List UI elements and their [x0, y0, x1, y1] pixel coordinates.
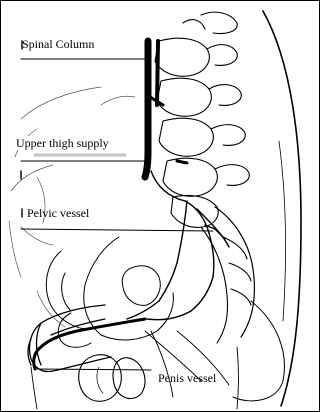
penis-outline: [28, 305, 111, 372]
buttock-outline: [233, 301, 284, 401]
label-upper-thigh-supply: Upper thigh supply: [15, 136, 110, 150]
label-pelvic-vessel: Pelvic vessel: [26, 206, 90, 220]
label-spinal-column: Spinal Column: [21, 37, 95, 51]
back-inner-outline: [279, 141, 286, 321]
iliac-arteries: [127, 171, 229, 320]
aorta: [145, 41, 148, 177]
leader-pelvic: [21, 229, 213, 231]
leader-penis: [35, 369, 151, 370]
vertebrae: [155, 12, 255, 343]
label-penis-vessel: Penis vessel: [157, 371, 217, 385]
aorta-side: [157, 41, 158, 105]
